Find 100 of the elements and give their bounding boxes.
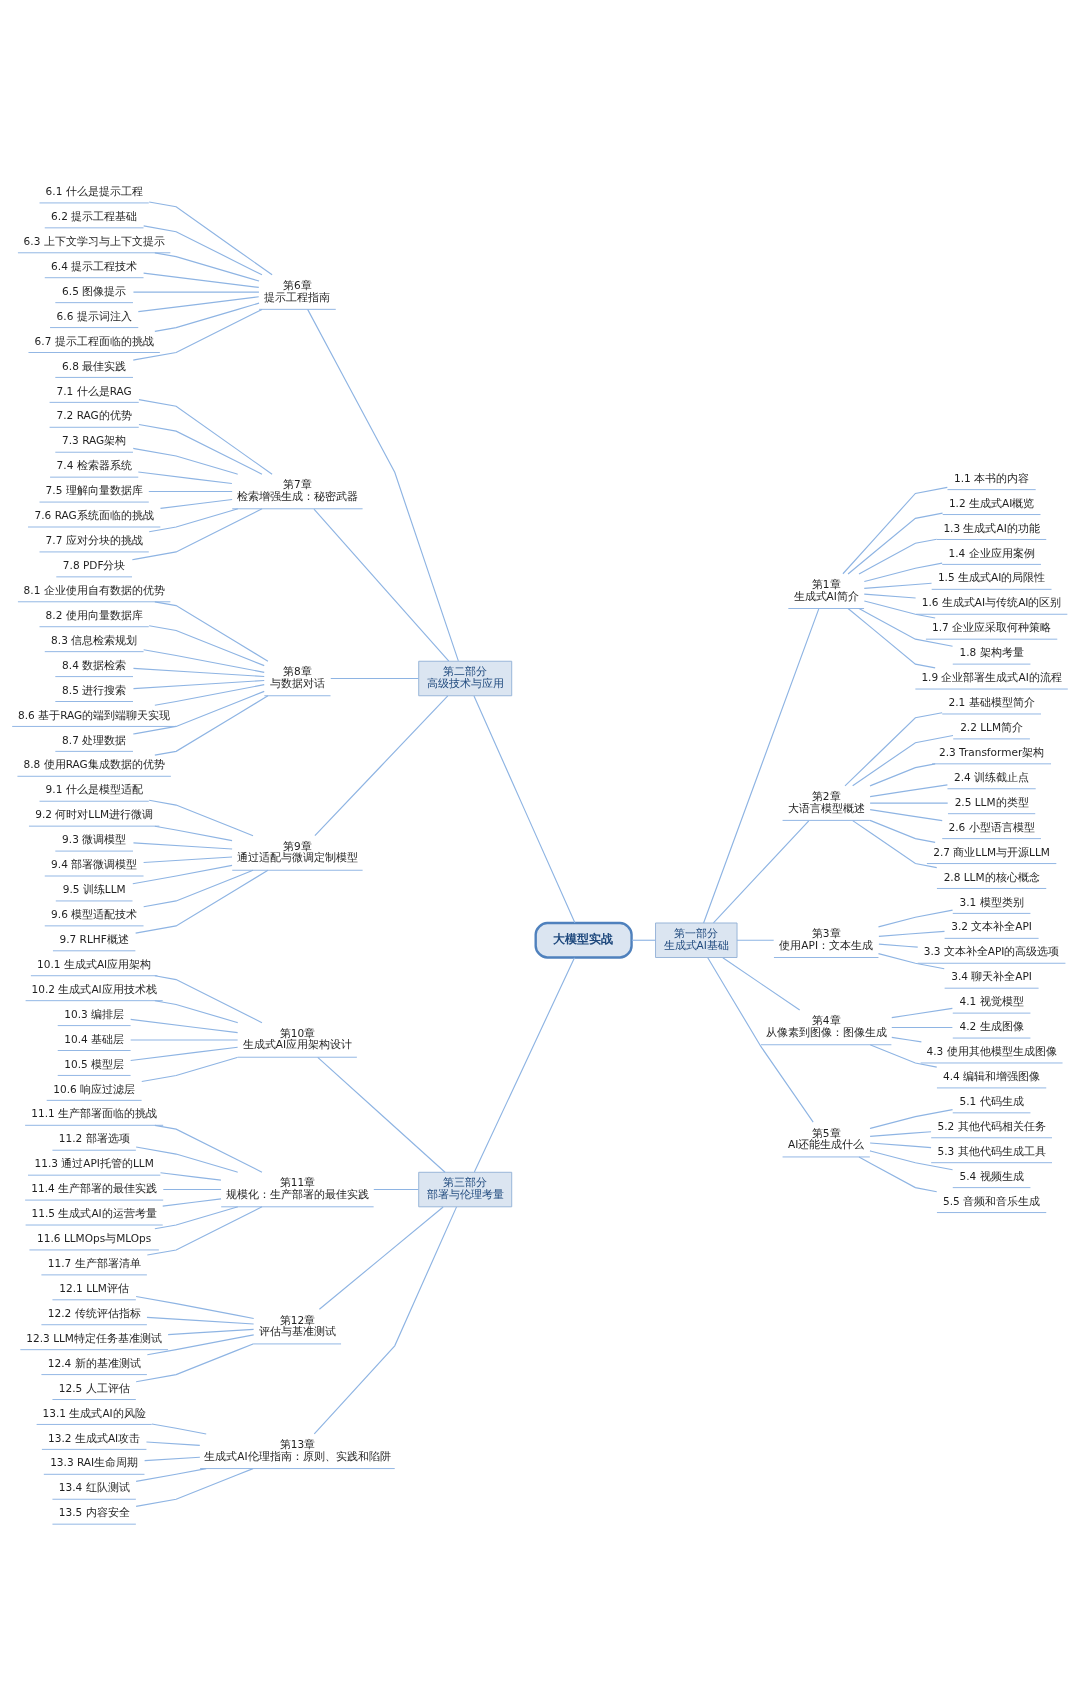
connector — [132, 690, 265, 735]
node-text: 4.3 使用其他模型生成图像 — [926, 1044, 1057, 1057]
node-text: 11.7 生产部署清单 — [47, 1256, 141, 1269]
node-text: 2.5 LLM的类型 — [954, 795, 1029, 808]
connector — [143, 272, 260, 288]
connector — [159, 498, 233, 509]
node-text: 6.3 上下文学习与上下文提示 — [23, 234, 165, 247]
node-text: 2.2 LLM简介 — [960, 720, 1024, 733]
connector — [148, 507, 239, 532]
connector — [877, 952, 945, 969]
node-box: 大模型实战 — [534, 921, 633, 959]
connector — [858, 538, 938, 574]
connector — [145, 1440, 201, 1446]
connector — [869, 1130, 932, 1137]
node-text: 11.6 LLMOps与MLOps — [37, 1231, 152, 1244]
connector — [154, 974, 263, 1023]
node-text: 8.2 使用向量数据库 — [45, 608, 143, 621]
node-text: 3.1 模型类别 — [959, 895, 1024, 908]
connector — [132, 308, 263, 361]
connector — [135, 1467, 254, 1507]
connector — [473, 956, 576, 1173]
node-text: 7.8 PDF分块 — [62, 558, 126, 571]
node-text: 8.4 数据检索 — [62, 658, 127, 671]
connector — [317, 1056, 446, 1173]
connector — [869, 802, 949, 804]
node-text: 5.3 其他代码生成工具 — [937, 1144, 1046, 1157]
connector — [869, 1043, 938, 1068]
node-text: 6.6 提示词注入 — [56, 309, 132, 322]
node-text: 7.5 理解向量数据库 — [45, 483, 143, 496]
node-text: 2.7 商业LLM与开源LLM — [933, 845, 1050, 858]
connector — [154, 825, 233, 841]
node-text: 8.7 处理数据 — [62, 733, 127, 745]
connector — [137, 295, 260, 312]
node-text: 第7章 检索增强生成：秘密武器 — [236, 477, 358, 502]
connector — [138, 398, 273, 475]
node-text: 11.2 部署选项 — [58, 1131, 130, 1144]
node-text: 6.8 最佳实践 — [62, 359, 127, 372]
connector — [167, 1328, 255, 1335]
node-text: 第1章 生成式AI简介 — [793, 577, 859, 602]
connector — [869, 1108, 954, 1129]
node-text: 13.1 生成式AI的风险 — [42, 1406, 146, 1419]
node-text: 3.2 文本补全API — [951, 919, 1032, 932]
connector — [842, 486, 948, 574]
node-box: 第三部分 部署与伦理考量 — [418, 1171, 513, 1207]
node-text: 4.2 生成图像 — [959, 1019, 1024, 1032]
connector — [154, 1205, 239, 1229]
connector — [132, 679, 265, 689]
connector — [891, 1026, 953, 1028]
node-text: 12.3 LLM特定任务基准测试 — [26, 1331, 162, 1344]
connector — [313, 508, 450, 662]
connector — [135, 1145, 239, 1173]
connector — [878, 943, 919, 948]
node-text: 9.7 RLHF概述 — [59, 932, 129, 945]
node-text: 12.4 新的基准测试 — [47, 1356, 141, 1369]
node-text: 4.4 编辑和增强图像 — [943, 1069, 1041, 1082]
connector — [863, 562, 943, 582]
node-text: 6.5 图像提示 — [62, 284, 127, 297]
connector — [148, 624, 265, 666]
node-text: 2.6 小型语言模型 — [948, 820, 1035, 833]
connector — [847, 607, 936, 668]
node-text: 13.3 RAI生命周期 — [50, 1455, 139, 1468]
connector — [143, 869, 254, 907]
connector — [154, 683, 265, 706]
node-text: 2.4 训练截止点 — [954, 770, 1030, 783]
connector — [631, 939, 657, 941]
connector — [162, 1197, 222, 1207]
connector — [148, 490, 233, 492]
node-text: 9.3 微调模型 — [62, 832, 127, 845]
connector — [138, 423, 263, 475]
connector — [132, 667, 265, 677]
node-text: 13.2 生成式AI攻击 — [48, 1431, 141, 1444]
connector — [473, 695, 576, 923]
connector — [858, 607, 954, 647]
connector — [863, 593, 917, 599]
connector — [148, 799, 254, 836]
node-text: 1.6 生成式AI与传统AI的区别 — [921, 595, 1062, 608]
connector — [135, 869, 269, 934]
node-text: 11.4 生产部署的最佳实践 — [31, 1181, 158, 1194]
connector — [877, 909, 954, 927]
connector — [148, 200, 273, 275]
connector — [852, 734, 954, 786]
node-text: 7.2 RAG的优势 — [56, 408, 132, 421]
node-text: 7.1 什么是RAG — [56, 384, 132, 396]
connector — [130, 1018, 239, 1033]
node-text: 10.6 响应过滤层 — [53, 1082, 136, 1095]
connector — [891, 1007, 953, 1018]
node-text: 8.8 使用RAG集成数据的优势 — [23, 757, 165, 770]
node-text: 6.2 提示工程基础 — [51, 209, 138, 222]
connector — [143, 648, 265, 673]
node-text: 7.4 检索器系统 — [56, 458, 132, 471]
node-text: 1.3 生成式AI的功能 — [943, 521, 1040, 534]
connector — [137, 470, 233, 484]
connector — [847, 512, 944, 575]
connector — [891, 1036, 922, 1042]
connector — [313, 1205, 458, 1434]
node-text: 第6章 提示工程指南 — [264, 278, 331, 303]
connector — [869, 783, 948, 797]
node-text: 1.4 企业应用案例 — [948, 546, 1035, 559]
connector — [318, 1205, 444, 1310]
connector — [703, 607, 820, 923]
